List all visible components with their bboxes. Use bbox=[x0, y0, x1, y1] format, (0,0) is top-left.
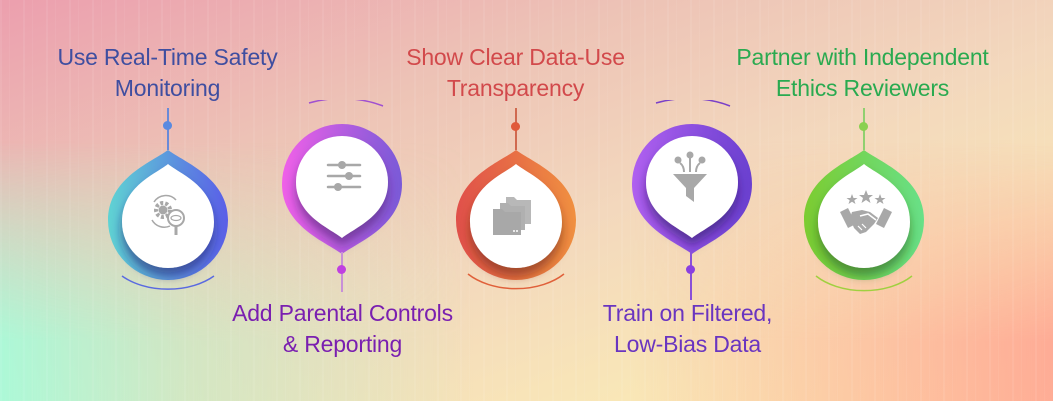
step-5-title-line2: Ethics Reviewers bbox=[775, 75, 950, 101]
step-2-connector-dot bbox=[337, 265, 346, 274]
step-4-connector-dot bbox=[686, 265, 695, 274]
handshake-stars-icon bbox=[840, 190, 892, 234]
step-1-connector-dot bbox=[163, 121, 172, 130]
step-2-title: Add Parental Controls & Reporting bbox=[195, 298, 490, 360]
step-4-title: Train on Filtered, Low-Bias Data bbox=[540, 298, 835, 360]
step-3-title: Show Clear Data-Use Transparency bbox=[368, 42, 663, 104]
sliders-icon bbox=[326, 161, 362, 191]
step-3-connector-dot bbox=[511, 122, 520, 131]
step-2-title-line2: & Reporting bbox=[282, 331, 403, 357]
step-3-title-line2: Transparency bbox=[446, 75, 585, 101]
step-1-title-line1: Use Real-Time Safety bbox=[57, 44, 278, 70]
filter-funnel-icon bbox=[673, 151, 707, 202]
step-2-title-line1: Add Parental Controls bbox=[232, 300, 453, 326]
step-1-title-line2: Monitoring bbox=[114, 75, 221, 101]
step-4-title-line1: Train on Filtered, bbox=[602, 300, 773, 326]
step-5-title-line1: Partner with Independent bbox=[736, 44, 989, 70]
step-5-connector-dot bbox=[859, 122, 868, 131]
step-2-drop-badge bbox=[282, 100, 402, 254]
step-4-connector bbox=[690, 252, 692, 300]
step-1-title: Use Real-Time Safety Monitoring bbox=[20, 42, 315, 104]
gear-eye-monitoring-icon bbox=[151, 194, 185, 235]
step-4-title-line2: Low-Bias Data bbox=[614, 331, 761, 357]
folders-icon bbox=[493, 197, 531, 235]
step-5-title: Partner with Independent Ethics Reviewer… bbox=[700, 42, 1025, 104]
step-3-title-line1: Show Clear Data-Use bbox=[406, 44, 625, 70]
